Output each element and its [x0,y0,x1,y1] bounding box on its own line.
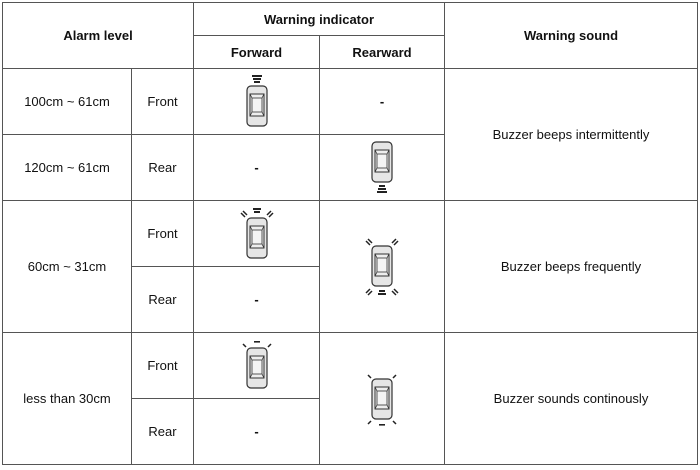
distance-cell: 60cm ~ 31cm [2,200,132,333]
forward-none: - [193,398,320,465]
parking-assist-table: Alarm level Warning indicator Warning so… [2,2,698,465]
car-front-level2-icon [239,207,274,259]
sensor-cell: Front [131,200,194,267]
header-rearward: Rearward [319,35,445,69]
car-front-level1-icon [245,74,268,127]
header-warning-indicator: Warning indicator [193,2,445,36]
car-rear-level1-icon [371,140,393,193]
car-all-level3-icon [367,373,397,426]
header-forward: Forward [193,35,320,69]
sound-cell: Buzzer sounds continously [444,332,698,465]
sensor-cell: Rear [131,266,194,333]
distance-cell: 120cm ~ 61cm [2,134,132,201]
distance-cell: 100cm ~ 61cm [2,68,132,135]
sound-cell: Buzzer beeps frequently [444,200,698,333]
sound-cell: Buzzer beeps intermittently [444,68,698,201]
car-front-level3-icon [241,340,272,389]
sensor-cell: Front [131,68,194,135]
sensor-cell: Rear [131,134,194,201]
sensor-cell: Rear [131,398,194,465]
forward-none: - [193,134,320,201]
car-all-level2-icon [365,237,399,296]
forward-none: - [193,266,320,333]
sensor-cell: Front [131,332,194,399]
distance-cell: less than 30cm [2,332,132,465]
header-alarm-level: Alarm level [2,2,194,69]
rearward-none: - [319,68,445,135]
header-warning-sound: Warning sound [444,2,698,69]
